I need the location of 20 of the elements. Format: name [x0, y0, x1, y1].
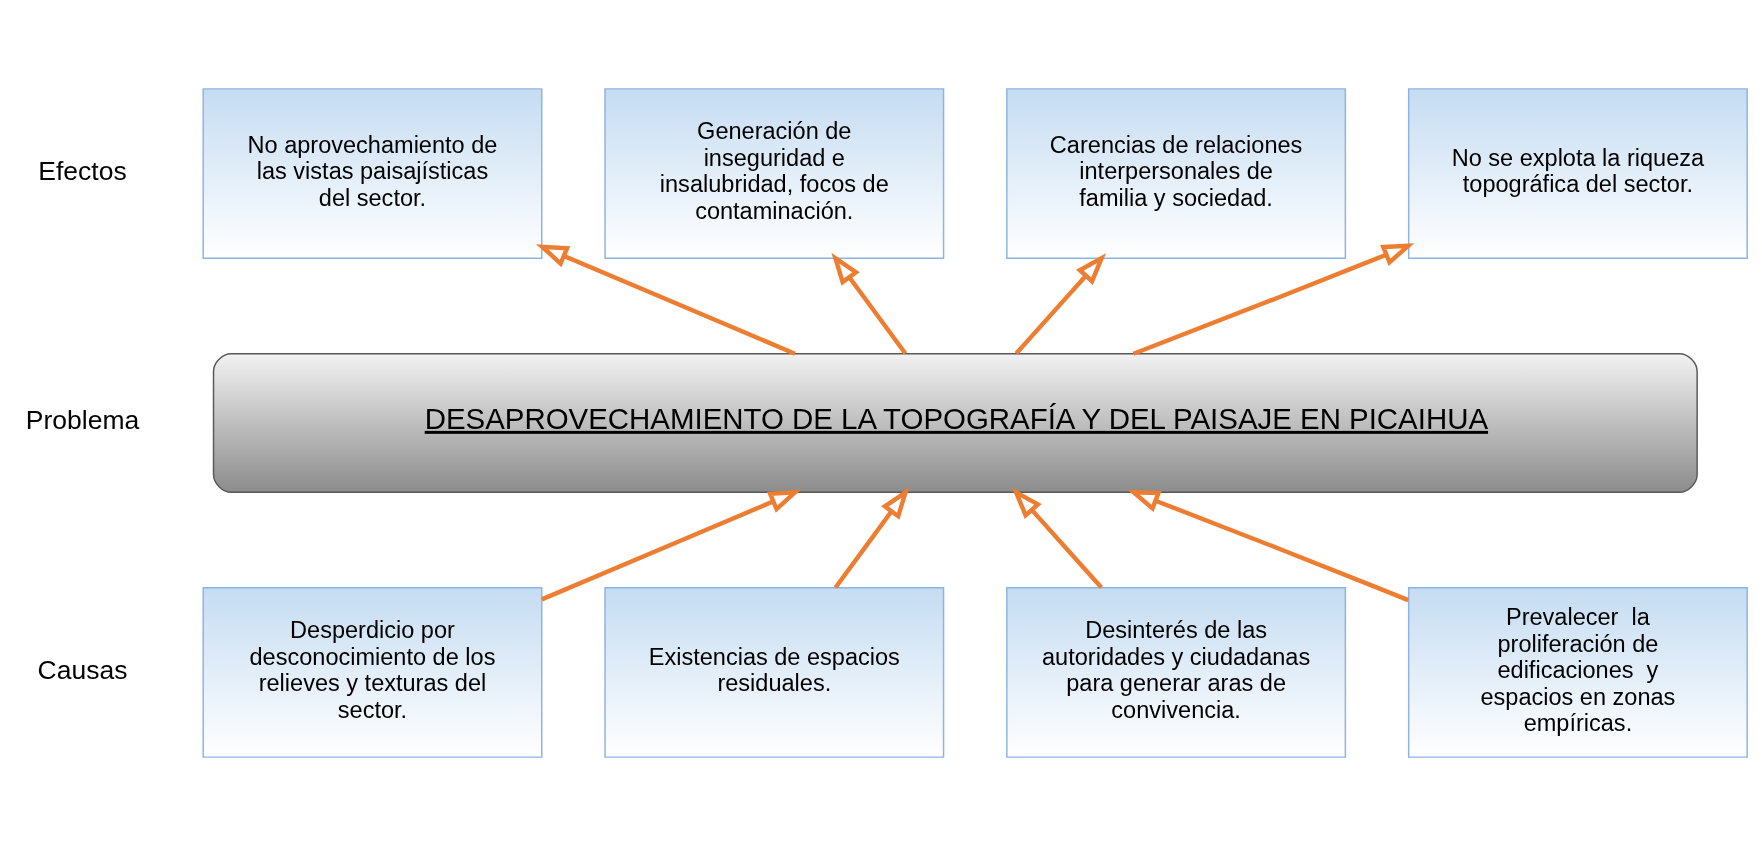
arrow [833, 486, 910, 589]
node-box: Carencias de relaciones interpersonales de familia y sociedad. [1006, 88, 1347, 259]
node-box: Existencias de espacios residuales. [604, 587, 945, 758]
arrow [535, 244, 796, 356]
arrow [831, 252, 908, 355]
node-box: No se explota la riqueza topográfica del sector. [1407, 88, 1748, 259]
arrow [1132, 243, 1415, 356]
node-box: DESAPROVECHAMIENTO DE LA TOPOGRAFÍA Y DEL PAISAJE EN PICAIHUA [212, 353, 1698, 493]
label: Efectos [38, 156, 127, 186]
arrow [541, 489, 802, 602]
arrow [1014, 253, 1107, 355]
node-box: Desperdicio por desconocimiento de los relieves y texturas del sector. [202, 587, 543, 758]
node-box: No aprovechamiento de las vistas paisajísticas del sector. [202, 88, 543, 259]
arrow [1011, 487, 1103, 589]
node-box: Generación de inseguridad e insalubridad, focos de contaminación. [604, 88, 945, 259]
node-box: Desinterés de las autoridades y ciudadanas para generar aras de convivencia. [1006, 587, 1347, 758]
label: Causas [37, 654, 128, 685]
arrow [1127, 489, 1410, 603]
label: Problema [25, 405, 140, 436]
node-box: Prevalecer la proliferación de edificaciones y espacios en zonas empíricas. [1407, 587, 1748, 758]
